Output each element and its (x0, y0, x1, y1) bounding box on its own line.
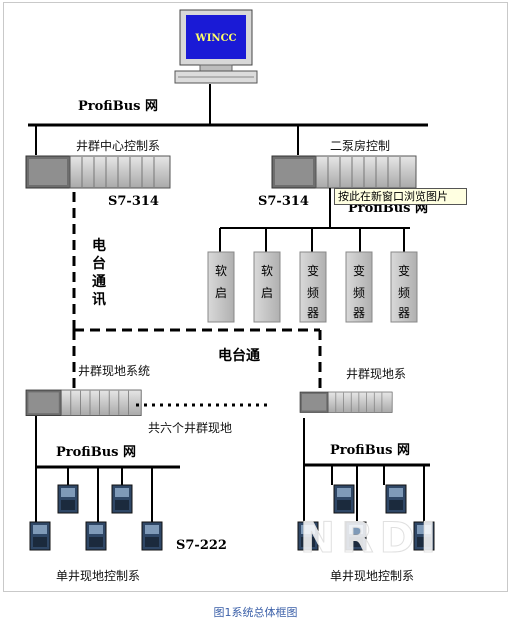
plc-right-model: S7-314 (258, 194, 309, 209)
svg-text:启: 启 (261, 286, 273, 300)
plc-right-icon (271, 155, 417, 189)
radio-horizontal-label: 电台通 (218, 347, 260, 364)
profibus-top-label: ProfiBus 网 (78, 99, 158, 114)
svg-text:软: 软 (215, 264, 227, 278)
s7-222-label: S7-222 (176, 538, 227, 553)
plc-right-label: 二泵房控制 (330, 138, 390, 153)
svg-text:变: 变 (353, 263, 365, 278)
svg-text:变: 变 (307, 263, 319, 278)
profibus-bottom-left-label: ProfiBus 网 (56, 445, 136, 460)
radio-vertical-char: 电 (92, 237, 106, 254)
profibus-bottom-right-label: ProfiBus 网 (330, 443, 410, 458)
figure-caption: 图1系统总体框图 (213, 606, 298, 619)
svg-text:频: 频 (398, 286, 410, 300)
radio-vertical-char: 通 (92, 274, 106, 290)
middle-text: 共六个井群现地 (148, 421, 232, 435)
svg-text:器: 器 (307, 306, 319, 320)
plc-left-icon (25, 155, 171, 189)
field-left-plc-icon (25, 389, 142, 417)
drive-4: 变 频 器 (345, 251, 373, 323)
svg-text:启: 启 (215, 286, 227, 300)
drive-2: 软 启 (253, 251, 281, 323)
field-right-label: 井群现地系 (346, 367, 406, 381)
single-right-label: 单井现地控制系 (330, 569, 414, 583)
wincc-label: WINCC (195, 33, 237, 44)
single-left-label: 单井现地控制系 (56, 569, 140, 583)
view-image-tooltip[interactable]: 按此在新窗口浏览图片 (334, 188, 467, 205)
svg-text:器: 器 (353, 306, 365, 320)
watermark-text: NRDI (300, 513, 442, 562)
svg-text:软: 软 (261, 264, 273, 278)
plc-left-model: S7-314 (108, 194, 159, 209)
plc-left-label: 井群中心控制系 (76, 138, 160, 153)
field-left-label: 井群现地系统 (78, 364, 150, 378)
drive-1: 软 启 (207, 251, 235, 323)
svg-text:频: 频 (353, 286, 365, 300)
svg-text:频: 频 (307, 286, 319, 300)
radio-vertical-char: 讯 (92, 292, 106, 308)
svg-text:变: 变 (398, 263, 410, 278)
field-right-plc-icon (299, 391, 393, 413)
wincc-computer-icon (174, 9, 258, 84)
radio-link-lines (72, 192, 322, 390)
svg-text:器: 器 (398, 306, 410, 320)
radio-vertical-char: 台 (92, 255, 106, 272)
drive-3: 变 频 器 (299, 251, 327, 323)
drive-5: 变 频 器 (390, 251, 418, 323)
